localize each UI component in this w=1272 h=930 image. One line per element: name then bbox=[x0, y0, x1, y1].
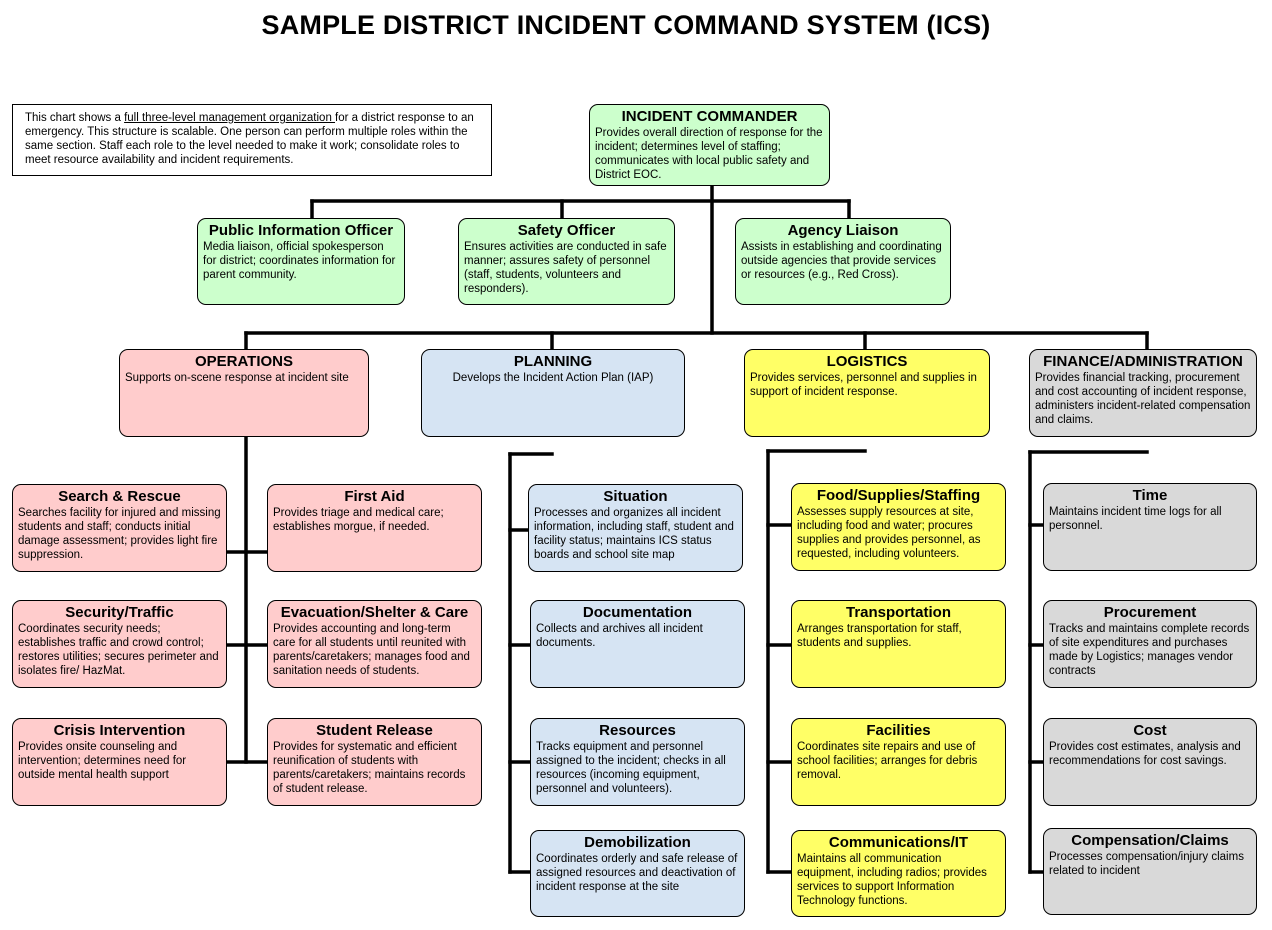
incident-commander-box: INCIDENT COMMANDER Provides overall dire… bbox=[589, 104, 830, 186]
transportation-title: Transportation bbox=[845, 604, 951, 621]
documentation-box: Documentation Collects and archives all … bbox=[530, 600, 745, 688]
student-release-title: Student Release bbox=[316, 722, 433, 739]
security-traffic-box: Security/Traffic Coordinates security ne… bbox=[12, 600, 227, 688]
note-intro: This chart shows a bbox=[25, 112, 125, 124]
planning-desc: Develops the Incident Action Plan (IAP) bbox=[452, 372, 654, 384]
operations-section-box: OPERATIONS Supports on-scene response at… bbox=[119, 349, 369, 437]
situation-title: Situation bbox=[603, 488, 668, 505]
incident-commander-desc: Provides overall direction of response f… bbox=[595, 127, 823, 181]
public-information-officer-box: Public Information Officer Media liaison… bbox=[197, 218, 405, 305]
compensation-claims-box: Compensation/Claims Processes compensati… bbox=[1043, 828, 1257, 915]
public-information-officer-desc: Media liaison, official spokesperson for… bbox=[203, 241, 396, 281]
resources-desc: Tracks equipment and personnel assigned … bbox=[536, 741, 726, 795]
safety-officer-box: Safety Officer Ensures activities are co… bbox=[458, 218, 675, 305]
time-desc: Maintains incident time logs for all per… bbox=[1049, 506, 1222, 532]
documentation-desc: Collects and archives all incident docum… bbox=[536, 623, 703, 649]
planning-title: PLANNING bbox=[513, 353, 593, 370]
planning-section-box: PLANNING Develops the Incident Action Pl… bbox=[421, 349, 685, 437]
search-rescue-box: Search & Rescue Searches facility for in… bbox=[12, 484, 227, 572]
communications-it-title: Communications/IT bbox=[828, 834, 969, 851]
note-underlined: full three-level management organization bbox=[124, 112, 336, 124]
agency-liaison-title: Agency Liaison bbox=[787, 222, 899, 239]
student-release-box: Student Release Provides for systematic … bbox=[267, 718, 482, 806]
situation-desc: Processes and organizes all incident inf… bbox=[534, 507, 734, 561]
compensation-claims-title: Compensation/Claims bbox=[1071, 832, 1229, 849]
finance-desc: Provides financial tracking, procurement… bbox=[1035, 372, 1251, 426]
agency-liaison-desc: Assists in establishing and coordinating… bbox=[741, 241, 942, 281]
finance-title: FINANCE/ADMINISTRATION bbox=[1043, 353, 1243, 370]
first-aid-box: First Aid Provides triage and medical ca… bbox=[267, 484, 482, 572]
cost-desc: Provides cost estimates, analysis and re… bbox=[1049, 741, 1241, 767]
demobilization-title: Demobilization bbox=[584, 834, 691, 851]
resources-title: Resources bbox=[599, 722, 676, 739]
public-information-officer-title: Public Information Officer bbox=[208, 222, 394, 239]
first-aid-title: First Aid bbox=[344, 488, 405, 505]
student-release-desc: Provides for systematic and efficient re… bbox=[273, 741, 466, 795]
logistics-desc: Provides services, personnel and supplie… bbox=[750, 372, 977, 398]
crisis-intervention-title: Crisis Intervention bbox=[53, 722, 186, 739]
crisis-intervention-box: Crisis Intervention Provides onsite coun… bbox=[12, 718, 227, 806]
cost-title: Cost bbox=[1133, 722, 1167, 739]
demobilization-box: Demobilization Coordinates orderly and s… bbox=[530, 830, 745, 917]
procurement-title: Procurement bbox=[1103, 604, 1197, 621]
facilities-desc: Coordinates site repairs and use of scho… bbox=[797, 741, 978, 781]
transportation-box: Transportation Arranges transportation f… bbox=[791, 600, 1006, 688]
security-traffic-title: Security/Traffic bbox=[65, 604, 174, 621]
page-title: SAMPLE DISTRICT INCIDENT COMMAND SYSTEM … bbox=[261, 10, 991, 40]
food-supplies-staffing-desc: Assesses supply resources at site, inclu… bbox=[797, 506, 981, 560]
search-rescue-desc: Searches facility for injured and missin… bbox=[18, 507, 221, 561]
procurement-desc: Tracks and maintains complete records of… bbox=[1049, 623, 1250, 677]
evacuation-shelter-care-box: Evacuation/Shelter & Care Provides accou… bbox=[267, 600, 482, 688]
incident-commander-title: INCIDENT COMMANDER bbox=[621, 108, 798, 125]
operations-desc: Supports on-scene response at incident s… bbox=[125, 372, 349, 384]
scalability-note: This chart shows a full three-level mana… bbox=[12, 104, 492, 176]
evacuation-shelter-care-desc: Provides accounting and long-term care f… bbox=[273, 623, 470, 677]
time-title: Time bbox=[1132, 487, 1168, 504]
situation-box: Situation Processes and organizes all in… bbox=[528, 484, 743, 572]
facilities-title: Facilities bbox=[866, 722, 931, 739]
resources-box: Resources Tracks equipment and personnel… bbox=[530, 718, 745, 806]
communications-it-box: Communications/IT Maintains all communic… bbox=[791, 830, 1006, 917]
food-supplies-staffing-title: Food/Supplies/Staffing bbox=[816, 487, 981, 504]
logistics-section-box: LOGISTICS Provides services, personnel a… bbox=[744, 349, 990, 437]
first-aid-desc: Provides triage and medical care; establ… bbox=[273, 507, 444, 533]
safety-officer-title: Safety Officer bbox=[517, 222, 616, 239]
security-traffic-desc: Coordinates security needs; establishes … bbox=[18, 623, 219, 677]
procurement-box: Procurement Tracks and maintains complet… bbox=[1043, 600, 1257, 688]
operations-title: OPERATIONS bbox=[194, 353, 294, 370]
safety-officer-desc: Ensures activities are conducted in safe… bbox=[464, 241, 667, 295]
time-box: Time Maintains incident time logs for al… bbox=[1043, 483, 1257, 571]
cost-box: Cost Provides cost estimates, analysis a… bbox=[1043, 718, 1257, 806]
communications-it-desc: Maintains all communication equipment, i… bbox=[797, 853, 987, 907]
food-supplies-staffing-box: Food/Supplies/Staffing Assesses supply r… bbox=[791, 483, 1006, 571]
compensation-claims-desc: Processes compensation/injury claims rel… bbox=[1049, 851, 1244, 877]
documentation-title: Documentation bbox=[582, 604, 693, 621]
facilities-box: Facilities Coordinates site repairs and … bbox=[791, 718, 1006, 806]
demobilization-desc: Coordinates orderly and safe release of … bbox=[536, 853, 738, 893]
finance-section-box: FINANCE/ADMINISTRATION Provides financia… bbox=[1029, 349, 1257, 437]
search-rescue-title: Search & Rescue bbox=[58, 488, 181, 505]
evacuation-shelter-care-title: Evacuation/Shelter & Care bbox=[280, 604, 469, 621]
logistics-title: LOGISTICS bbox=[826, 353, 908, 370]
agency-liaison-box: Agency Liaison Assists in establishing a… bbox=[735, 218, 951, 305]
crisis-intervention-desc: Provides onsite counseling and intervent… bbox=[18, 741, 187, 781]
note-body: for a district response to an emergency.… bbox=[25, 112, 474, 166]
transportation-desc: Arranges transportation for staff, stude… bbox=[797, 623, 962, 649]
